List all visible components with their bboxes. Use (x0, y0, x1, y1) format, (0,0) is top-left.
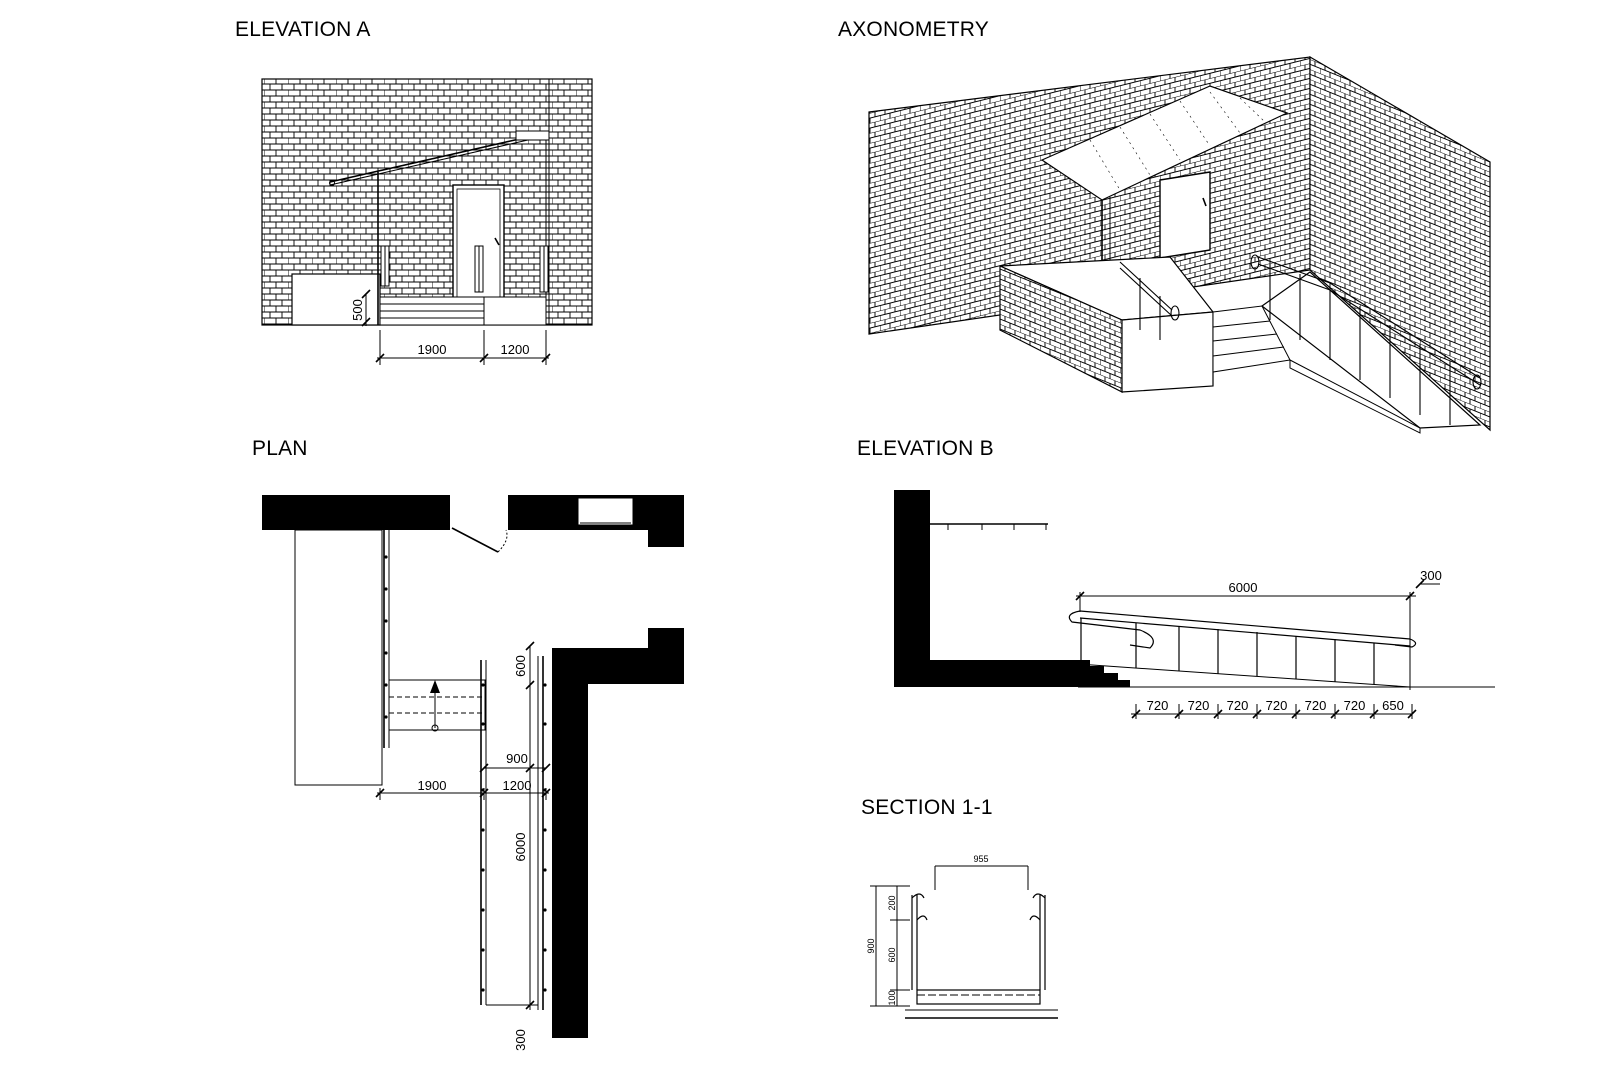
axo-ramp (1260, 271, 1482, 429)
dim-plan-300: 300 (513, 1029, 528, 1051)
dim-elev-a-500: 500 (350, 299, 365, 321)
dim-elev-b-spacing: 720 (1266, 698, 1288, 713)
dim-section-900: 900 (866, 938, 876, 953)
elevation-a-drawing: 1900 1200 500 (261, 78, 593, 365)
dim-section-955: 955 (973, 854, 988, 864)
dim-elev-b-6000: 6000 (1229, 580, 1258, 595)
elevation-b-wall (894, 490, 930, 687)
dim-plan-1900: 1900 (418, 778, 447, 793)
spacing-tick (1369, 709, 1379, 719)
dim-elev-b-spacing: 720 (1344, 698, 1366, 713)
spacing-tick (1407, 709, 1417, 719)
axo-right-wall (1309, 55, 1491, 432)
axo-ramp-railing (1250, 254, 1482, 425)
dim-elev-a-1900: 1900 (418, 342, 447, 357)
spacing-tick (1213, 709, 1223, 719)
dim-elev-a-1200: 1200 (501, 342, 530, 357)
section-rails (911, 893, 1046, 990)
spacing-tick (1330, 709, 1340, 719)
spacing-tick (1131, 709, 1141, 719)
canopy (329, 136, 529, 183)
title-elevation-a: ELEVATION A (235, 18, 371, 41)
spacing-tick (1252, 709, 1262, 719)
dim-plan-1200: 1200 (503, 778, 532, 793)
dim-elev-b-spacing: 720 (1227, 698, 1249, 713)
axo-door (1159, 171, 1211, 259)
plan-door-leaf (451, 527, 499, 553)
platform (291, 273, 381, 326)
dim-elev-b-spacing: 650 (1382, 698, 1404, 713)
title-axonometry: AXONOMETRY (838, 18, 989, 41)
dim-elev-b-spacing: 720 (1188, 698, 1210, 713)
dim-elev-b-300: 300 (1420, 568, 1442, 583)
spacing-tick (1291, 709, 1301, 719)
dim-section-200: 200 (887, 895, 897, 910)
title-plan: PLAN (252, 437, 308, 460)
elevation-b-railing (1068, 610, 1417, 684)
plan-drawing: 1900 1200 900 600 6000 300 (262, 495, 684, 1051)
door-handle-icon (494, 237, 500, 246)
dim-plan-6000: 6000 (513, 833, 528, 862)
title-section: SECTION 1-1 (861, 796, 993, 819)
plan-wall (262, 495, 450, 530)
handrails (380, 245, 549, 293)
dim-plan-600: 600 (513, 655, 528, 677)
dim-section-600: 600 (887, 947, 897, 962)
axonometry-drawing (868, 55, 1491, 434)
dim-plan-900: 900 (506, 751, 528, 766)
dim-elev-b-spacing: 720 (1305, 698, 1327, 713)
title-elevation-b: ELEVATION B (857, 437, 994, 460)
axo-canopy (1040, 85, 1289, 201)
section-drawing: 955 900 200 600 100 (866, 854, 1058, 1019)
dim-elev-b-spacing: 720 (1147, 698, 1169, 713)
plan-arrow-icon (430, 680, 440, 693)
elevation-b-drawing: 6000 300 720 720 720 720 720 720 650 (894, 490, 1495, 719)
spacing-tick (1174, 709, 1184, 719)
dim-section-100: 100 (887, 990, 897, 1005)
